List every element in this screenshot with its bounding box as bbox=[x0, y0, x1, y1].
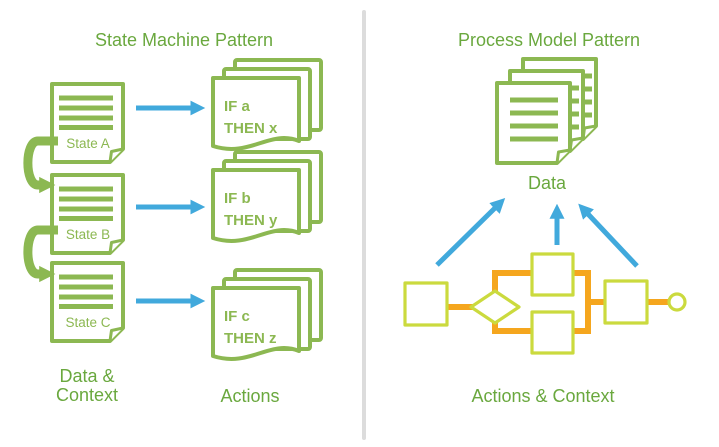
document-fold-icon bbox=[108, 326, 124, 342]
action-stack-a-icon: IF a THEN x bbox=[211, 58, 323, 151]
flow-start-task-node bbox=[403, 281, 449, 327]
data-context-label-line2: Context bbox=[56, 385, 118, 405]
flow-lower-task-node bbox=[530, 310, 575, 355]
state-b-label: State B bbox=[66, 227, 110, 242]
stack-front-page bbox=[211, 76, 301, 151]
right-panel-title: Process Model Pattern bbox=[458, 30, 640, 50]
transition-arrow-a-to-b-icon bbox=[23, 136, 58, 194]
rule-condition-b: IF b bbox=[224, 190, 251, 207]
state-c-label: State C bbox=[65, 315, 110, 330]
stack-front-page bbox=[211, 168, 301, 243]
left-panel-title: State Machine Pattern bbox=[95, 30, 273, 50]
actions-context-label: Actions & Context bbox=[471, 386, 614, 406]
stack-front-page bbox=[211, 286, 301, 361]
document-fold-icon bbox=[108, 238, 124, 254]
rule-condition-c: IF c bbox=[224, 308, 250, 325]
state-c-document-icon: State C bbox=[50, 261, 125, 343]
flow-final-task-node bbox=[603, 279, 649, 325]
state-machine-panel: State Machine Pattern State A State B bbox=[23, 30, 323, 406]
rule-condition-a: IF a bbox=[224, 98, 250, 115]
flow-upper-task-node bbox=[530, 252, 575, 297]
rule-result-x: THEN x bbox=[224, 120, 278, 137]
actions-label: Actions bbox=[220, 386, 279, 406]
data-front-page bbox=[495, 81, 572, 165]
data-stack-icon bbox=[495, 57, 598, 165]
state-a-label: State A bbox=[66, 136, 110, 151]
arrow-right-to-data-icon bbox=[578, 203, 639, 268]
data-label: Data bbox=[528, 173, 567, 193]
state-a-document-icon: State A bbox=[50, 82, 125, 164]
transition-arrow-b-to-c-icon bbox=[23, 225, 58, 283]
process-flowchart-icon bbox=[403, 252, 687, 355]
arrow-left-to-data-icon bbox=[435, 198, 506, 267]
flow-gateway-diamond-icon bbox=[469, 289, 521, 325]
state-b-document-icon: State B bbox=[50, 173, 125, 255]
flow-end-event-circle-icon bbox=[667, 292, 687, 312]
document-fold-icon bbox=[555, 148, 571, 164]
data-context-label-line1: Data & bbox=[59, 366, 114, 386]
panel-divider bbox=[362, 10, 366, 440]
action-stack-c-icon: IF c THEN z bbox=[211, 268, 323, 361]
action-stack-b-icon: IF b THEN y bbox=[211, 150, 323, 243]
rule-result-z: THEN z bbox=[224, 330, 277, 347]
process-model-panel: Process Model Pattern bbox=[403, 30, 687, 406]
document-fold-icon bbox=[108, 147, 124, 163]
rule-result-y: THEN y bbox=[224, 212, 278, 229]
